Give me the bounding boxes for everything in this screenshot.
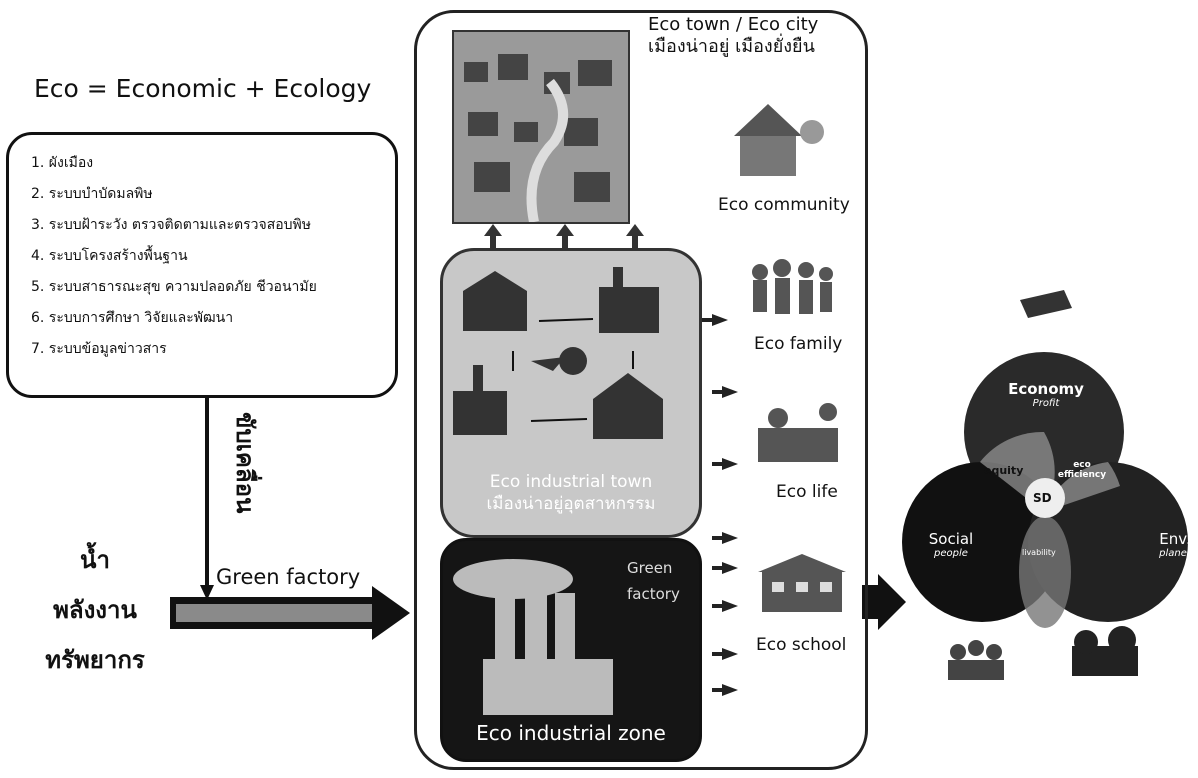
family-icon (752, 259, 833, 314)
eco-industrial-zone-box: Green factory Eco industrial zone (440, 538, 702, 762)
city-icon (454, 32, 628, 223)
industrial-town-icon (453, 267, 663, 439)
green-factory-label: Green factory (216, 565, 361, 589)
economy-label: Economy Profit (1004, 380, 1088, 409)
system-item: 4. ระบบโครงสร้างพื้นฐาน (31, 248, 188, 264)
system-item: 7. ระบบข้อมูลข่าวสาร (31, 341, 167, 357)
drive-connector (205, 398, 209, 594)
eco-formula: Eco = Economic + Ecology (34, 74, 372, 103)
sd-label: SD (1033, 491, 1052, 505)
economy-text: Economy (1008, 380, 1084, 398)
eco-town-line1: Eco town / Eco city (648, 14, 819, 35)
input-resources: ทรัพยากร (45, 646, 145, 674)
input-energy: พลังงาน (53, 596, 137, 624)
social-label: Social people (916, 530, 986, 559)
eco-industrial-town-line2: เมืองน่าอยู่อุตสาหกรรม (486, 494, 656, 514)
money-icon (1020, 290, 1072, 318)
drive-label: ขับเคลื่อน (231, 412, 259, 514)
sustainability-venn (902, 290, 1188, 680)
eco-family-label: Eco family (754, 334, 843, 354)
economy-sub: Profit (1032, 398, 1060, 409)
social-sub: people (934, 548, 968, 559)
eco-industrial-town-line1: Eco industrial town (489, 472, 653, 492)
green-factory-inner-label: Green factory (627, 555, 680, 607)
system-item: 3. ระบบฝ้าระวัง ตรวจติดตามและตรวจสอบพิษ (31, 217, 312, 233)
input-water: น้ำ (80, 546, 110, 574)
livability-label: livability (1022, 548, 1056, 557)
farm-icon (758, 403, 838, 462)
systems-list: 1. ผังเมือง 2. ระบบบำบัดมลพิษ 3. ระบบฝ้า… (6, 132, 398, 398)
eco-town-title: Eco town / Eco city เมืองน่าอยู่ เมืองยั… (648, 14, 818, 58)
eco-industrial-town-box: Eco industrial town เมืองน่าอยู่อุตสาหกร… (440, 248, 702, 538)
eco-industrial-zone-label: Eco industrial zone (476, 721, 666, 745)
eco-city-frame (414, 10, 868, 770)
green-factory-line2: factory (627, 585, 680, 603)
main-arrow-icon (170, 586, 410, 640)
green-factory-line1: Green (627, 559, 673, 577)
nature-icon (1072, 626, 1138, 676)
eco-life-label: Eco life (776, 482, 838, 502)
env-sub: planet (1159, 548, 1191, 559)
resource-inputs: น้ำ พลังงาน ทรัพยากร (20, 540, 170, 690)
equity-label: equity (984, 464, 1024, 477)
eco-school-label: Eco school (756, 635, 847, 655)
social-text: Social (928, 530, 974, 548)
system-item: 6. ระบบการศึกษา วิจัยและพัฒนา (31, 310, 234, 326)
system-item: 2. ระบบบำบัดมลพิษ (31, 186, 153, 202)
eco-community-label: Eco community (718, 195, 850, 215)
people-icon (948, 640, 1004, 680)
down-arrowhead-icon (200, 585, 214, 600)
school-icon (758, 554, 846, 612)
eco-city-illustration (452, 30, 630, 224)
eco-town-line2: เมืองน่าอยู่ เมืองยั่งยืน (648, 36, 815, 57)
right-arrows-icon (702, 314, 738, 696)
system-item: 5. ระบบสาธารณะสุข ความปลอดภัย ชีวอนามัย (31, 279, 317, 295)
eco-efficiency-label: eco efficiency (1057, 460, 1107, 480)
eco-industrial-town-label: Eco industrial town เมืองน่าอยู่อุตสาหกร… (443, 471, 699, 515)
system-item: 1. ผังเมือง (31, 155, 94, 171)
env-label: Env. planet (1150, 530, 1198, 559)
house-icon (734, 104, 824, 176)
factory-icon (453, 559, 613, 715)
env-text: Env. (1159, 530, 1191, 548)
